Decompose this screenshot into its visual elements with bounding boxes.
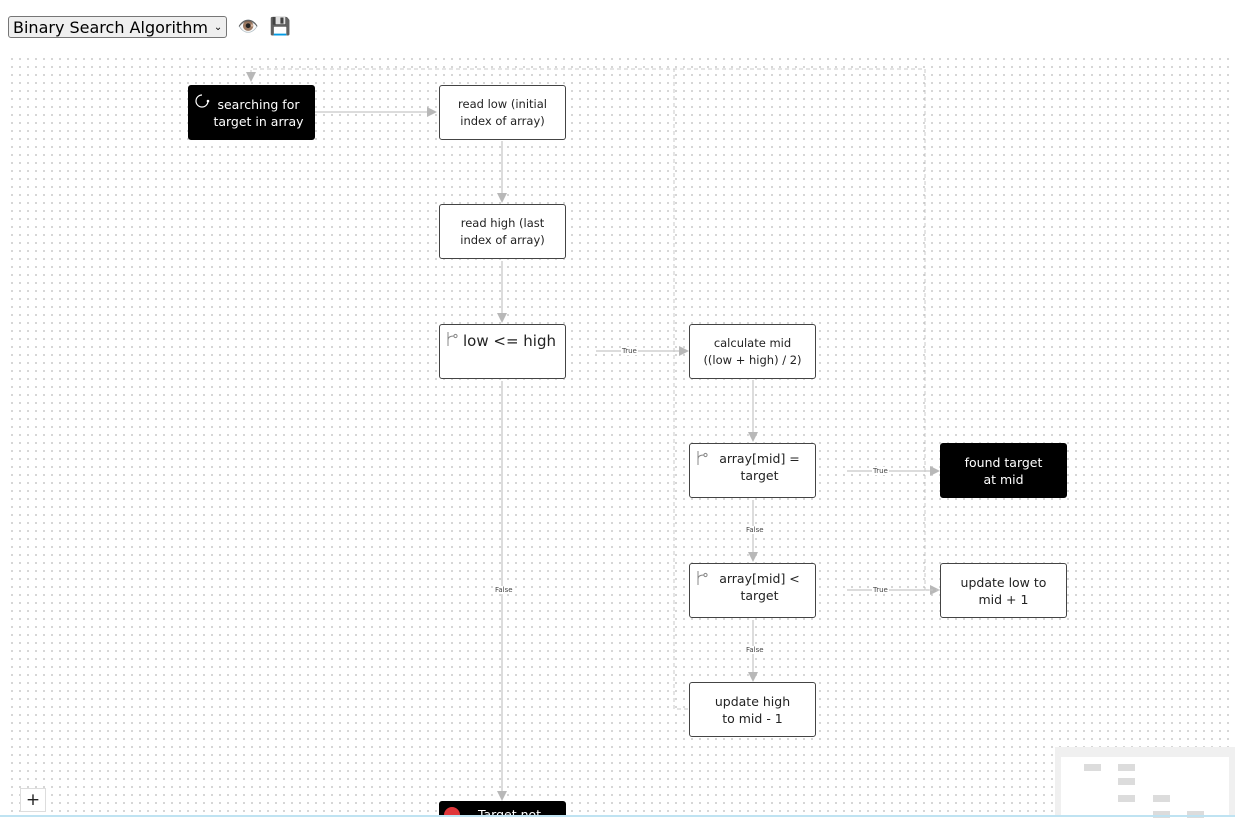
edge-label-false: False (745, 526, 765, 534)
eye-icon[interactable]: 👁️ (237, 17, 259, 37)
edge-label-true: True (872, 586, 889, 594)
node-label: calculate mid ((low + high) / 2) (703, 335, 802, 367)
minimap-node (1118, 778, 1135, 785)
edge-label-false: False (494, 586, 514, 594)
node-label: found target at mid (964, 454, 1043, 487)
branch-icon (697, 451, 708, 465)
edge-update-low-loop (246, 68, 940, 591)
node-label: read low (initial index of array) (458, 96, 547, 128)
loading-icon (195, 94, 210, 108)
save-icon[interactable]: 💾 (269, 17, 291, 37)
diagram-select-value: Binary Search Algorithm (13, 17, 208, 37)
flow-canvas[interactable]: True True False True False False searchi… (8, 55, 1235, 817)
node-label: searching for target in array (213, 96, 304, 129)
edge-label-true: True (621, 347, 638, 355)
minimap[interactable] (1055, 747, 1235, 818)
minimap-viewport (1061, 757, 1229, 818)
node-label: read high (last index of array) (460, 215, 545, 247)
chevron-down-icon: ⌄ (213, 21, 223, 33)
node-label: update high to mid - 1 (714, 693, 791, 726)
read-low-node[interactable]: read low (initial index of array) (439, 85, 566, 140)
branch-icon (447, 332, 458, 346)
minimap-node (1118, 764, 1135, 771)
minimap-node (1118, 795, 1135, 802)
bottom-border (0, 815, 1235, 817)
branch-icon (697, 571, 708, 585)
edge-label-false: False (745, 646, 765, 654)
low-high-condition-node[interactable]: low <= high (439, 324, 566, 379)
found-target-node[interactable]: found target at mid (940, 443, 1067, 498)
node-label: Target not (477, 807, 542, 817)
minimap-node (1187, 811, 1204, 818)
minimap-node (1153, 811, 1170, 818)
add-node-button[interactable]: + (20, 788, 46, 812)
edge-layer (246, 68, 940, 801)
update-high-node[interactable]: update high to mid - 1 (689, 682, 816, 737)
toolbar: Binary Search Algorithm ⌄ 👁️ 💾 (8, 15, 291, 39)
minimap-node (1084, 764, 1101, 771)
minimap-node (1153, 795, 1170, 802)
edge-label-true: True (872, 467, 889, 475)
node-label: array[mid] < target (719, 571, 800, 603)
node-label: low <= high (463, 332, 556, 350)
calculate-mid-node[interactable]: calculate mid ((low + high) / 2) (689, 324, 816, 379)
node-label: array[mid] = target (719, 451, 800, 483)
update-low-node[interactable]: update low to mid + 1 (940, 563, 1067, 618)
start-node[interactable]: searching for target in array (188, 85, 315, 140)
mid-less-than-target-node[interactable]: array[mid] < target (689, 563, 816, 618)
stop-icon (444, 807, 460, 816)
diagram-select[interactable]: Binary Search Algorithm ⌄ (8, 16, 228, 38)
read-high-node[interactable]: read high (last index of array) (439, 204, 566, 259)
mid-equals-target-node[interactable]: array[mid] = target (689, 443, 816, 498)
edge-update-high-loop (673, 69, 688, 710)
node-label: update low to mid + 1 (960, 574, 1047, 607)
